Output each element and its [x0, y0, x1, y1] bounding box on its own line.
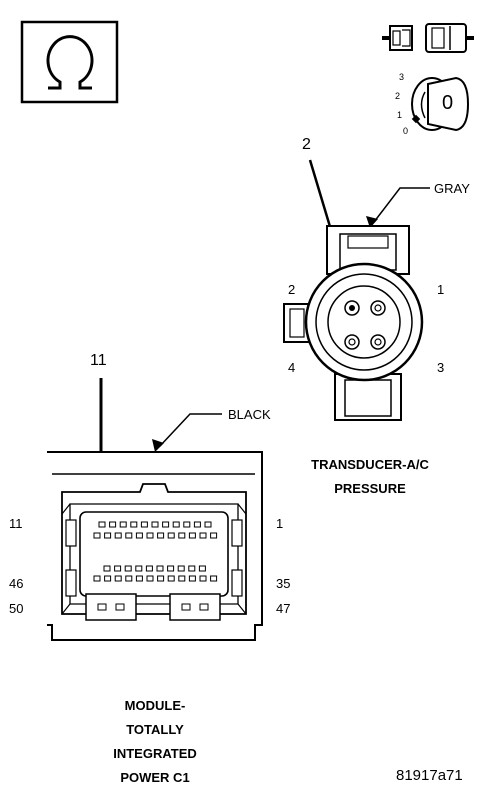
- module-name-line-1: MODULE-: [124, 698, 186, 713]
- module-color-label: BLACK: [228, 407, 271, 422]
- pin-cavity: [210, 575, 218, 582]
- pin-cavity: [199, 532, 207, 539]
- module-name-line-4: POWER C1: [120, 770, 190, 785]
- module-callout-pin: 11: [90, 352, 107, 369]
- pin-cavity: [188, 565, 196, 572]
- pin-cavity: [193, 521, 201, 528]
- pin-cavity: [114, 532, 122, 539]
- pin-cavity: [140, 521, 148, 528]
- module-row-label-46: 46: [9, 576, 24, 591]
- transducer-name-line-2: PRESSURE: [334, 481, 406, 496]
- module-name-line-3: INTEGRATED: [113, 746, 197, 761]
- pin-cavity: [198, 565, 206, 572]
- module-row-label-1: 1: [276, 516, 284, 531]
- ignition-position-2: 2: [395, 91, 401, 101]
- module-connector: [47, 378, 263, 641]
- ignition-switch-icon: [411, 76, 470, 132]
- pin-cavity: [135, 565, 143, 572]
- module-row-label-11: 11: [9, 516, 23, 531]
- pin-cavity: [135, 532, 143, 539]
- pin-cavity: [151, 521, 159, 528]
- figure-id: 81917a71: [396, 767, 463, 784]
- pin-cavity: [188, 575, 196, 582]
- pin-cavity: [93, 575, 101, 582]
- pin-cavity: [178, 532, 186, 539]
- pin-cavity: [146, 532, 154, 539]
- transducer-pin-4-label: 4: [288, 360, 296, 375]
- ignition-position-0: 0: [403, 126, 409, 136]
- pin-cavity: [104, 532, 112, 539]
- module-row-label-35: 35: [276, 576, 291, 591]
- pin-cavity: [130, 521, 138, 528]
- pin-cavity: [157, 532, 165, 539]
- pin-cavity: [162, 521, 170, 528]
- pin-cavity: [172, 521, 180, 528]
- pin-cavity: [125, 575, 133, 582]
- pin-cavity: [119, 521, 127, 528]
- module-name-line-2: TOTALLY: [126, 722, 184, 737]
- pin-cavity: [145, 565, 153, 572]
- module-row-label-50: 50: [9, 601, 24, 616]
- pin-cavity: [156, 565, 164, 572]
- transducer-pin-1-label: 1: [437, 282, 445, 297]
- pin-cavity: [114, 575, 122, 582]
- transducer-pin-2-label: 2: [288, 282, 296, 297]
- module-pin-cavities: [93, 521, 218, 582]
- pin-cavity: [98, 521, 106, 528]
- ignition-position-3: 3: [399, 72, 405, 82]
- pin-cavity: [210, 532, 218, 539]
- pin-cavity: [146, 575, 154, 582]
- pin-cavity: [124, 565, 132, 572]
- transducer-name-line-1: TRANSDUCER-A/C: [311, 457, 429, 472]
- pin-cavity: [109, 521, 117, 528]
- pin-cavity: [167, 575, 175, 582]
- pin-cavity: [167, 565, 175, 572]
- transducer-pin-3-label: 3: [437, 360, 445, 375]
- pin-cavity: [167, 532, 175, 539]
- pin-cavity: [177, 565, 185, 572]
- pin-cavity: [114, 565, 122, 572]
- pin-cavity: [104, 575, 112, 582]
- pin-cavity: [183, 521, 191, 528]
- transducer-connector: [283, 159, 430, 421]
- pin-cavity: [188, 532, 196, 539]
- pin-cavity: [204, 521, 212, 528]
- transducer-color-label: GRAY: [434, 181, 470, 196]
- pin-cavity: [199, 575, 207, 582]
- transducer-callout-pin: 2: [302, 136, 311, 153]
- ignition-key-label: 0: [442, 92, 454, 114]
- module-row-label-47: 47: [276, 601, 291, 616]
- ohm-symbol-icon: [20, 20, 119, 104]
- ignition-position-1: 1: [397, 110, 403, 120]
- connector-disconnect-icon: [382, 23, 474, 53]
- pin-cavity: [178, 575, 186, 582]
- pin-cavity: [103, 565, 111, 572]
- pin-cavity: [125, 532, 133, 539]
- pin-cavity: [93, 532, 101, 539]
- pin-cavity: [157, 575, 165, 582]
- pin-cavity: [135, 575, 143, 582]
